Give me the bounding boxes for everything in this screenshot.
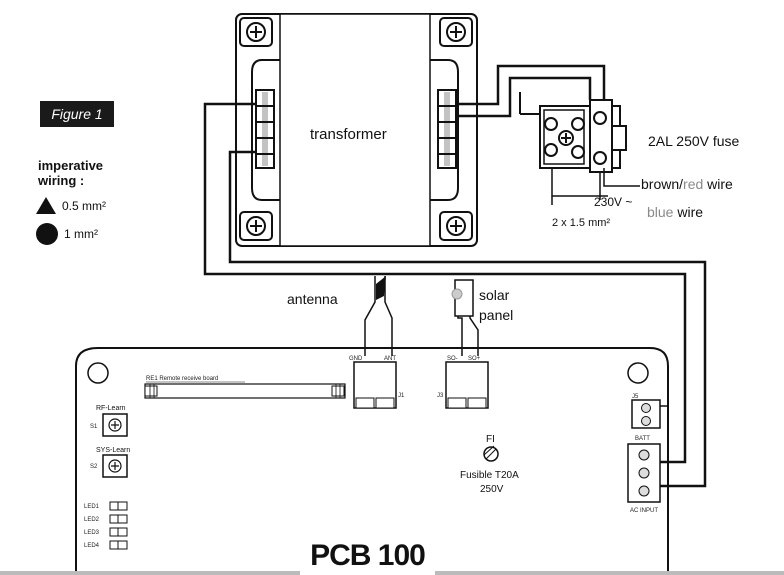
legend-title-line2: wiring : (38, 173, 85, 188)
s2-label: S2 (90, 464, 98, 470)
batt-connector: J5 BATT (631, 394, 661, 442)
antenna-label: antenna (287, 291, 338, 307)
led-label: LED2 (84, 517, 100, 523)
j1-label: J1 (398, 393, 405, 399)
wiring-lines (203, 64, 707, 488)
pcb-fuse: FI Fusible T20A 250V (460, 434, 519, 495)
sys-learn-label: SYS-Learn (96, 447, 130, 454)
legend-item-label: 0.5 mm² (62, 198, 107, 213)
ac-input-label: AC INPUT (630, 508, 658, 514)
transformer: transformer (235, 13, 478, 247)
solar-panel-icon (451, 279, 474, 317)
transformer-terminal-left (255, 89, 275, 169)
so-plus-label: SO+ (468, 356, 481, 362)
fuse-holder (539, 99, 627, 173)
j3-label: J3 (437, 393, 444, 399)
led-label: LED4 (84, 543, 100, 549)
legend-title-line1: imperative (38, 158, 104, 173)
figure-tag: Figure 1 (40, 101, 114, 127)
antenna-connector: GND ANT J1 (349, 356, 405, 409)
legend-item-thick: 1 mm² (36, 223, 98, 245)
solar-label-line2: panel (479, 307, 513, 323)
ac-input-connector: AC INPUT (627, 443, 661, 514)
screw-icon (239, 17, 273, 47)
brown-red-wire-label: brown/red wire (641, 176, 733, 192)
led-list: LED1 LED2 LED3 LED4 (84, 501, 128, 550)
blue-wire-label: blue wire (647, 204, 703, 220)
receiver-board-label: RE1 Remote receive board (146, 376, 218, 382)
legend-title: imperative wiring : (38, 158, 103, 188)
fuse-rating-line1: Fusible T20A (460, 470, 519, 481)
batt-label: BATT (635, 436, 650, 442)
j5-label: J5 (632, 394, 639, 400)
legend-item-label: 1 mm² (64, 227, 98, 241)
triangle-icon (36, 197, 56, 214)
solar-label-line1: solar (479, 287, 510, 303)
transformer-label: transformer (310, 126, 387, 143)
fuse-id-label: FI (486, 434, 495, 445)
transformer-terminal-right (437, 89, 457, 169)
rf-learn-label: RF-Learn (96, 405, 126, 412)
gnd-label: GND (349, 356, 363, 362)
screw-icon (239, 211, 273, 241)
solar-connector: SO- SO+ J3 (437, 356, 489, 409)
pcb-board: RE1 Remote receive board GND ANT J1 SO- … (75, 347, 669, 575)
antenna-icon (376, 276, 386, 300)
fuse-label: 2AL 250V fuse (648, 133, 740, 149)
legend-item-thin: 0.5 mm² (36, 197, 106, 214)
screw-icon (439, 17, 473, 47)
rf-learn-button[interactable] (102, 413, 128, 437)
so-minus-label: SO- (447, 356, 458, 362)
ant-label: ANT (384, 356, 396, 362)
cable-section-label: 2 x 1.5 mm² (552, 217, 610, 229)
mains-voltage-label: 230V ~ (594, 195, 632, 209)
legend-box (0, 146, 130, 272)
sys-learn-button[interactable] (102, 454, 128, 478)
led-label: LED1 (84, 504, 100, 510)
screw-icon (439, 211, 473, 241)
s1-label: S1 (90, 424, 98, 430)
led-label: LED3 (84, 530, 100, 536)
fuse-rating-line2: 250V (480, 484, 504, 495)
fuse-screw-icon (558, 130, 574, 146)
circle-icon (36, 223, 58, 245)
receiver-board: RE1 Remote receive board (144, 376, 346, 399)
pcb-title: PCB 100 (300, 537, 435, 575)
